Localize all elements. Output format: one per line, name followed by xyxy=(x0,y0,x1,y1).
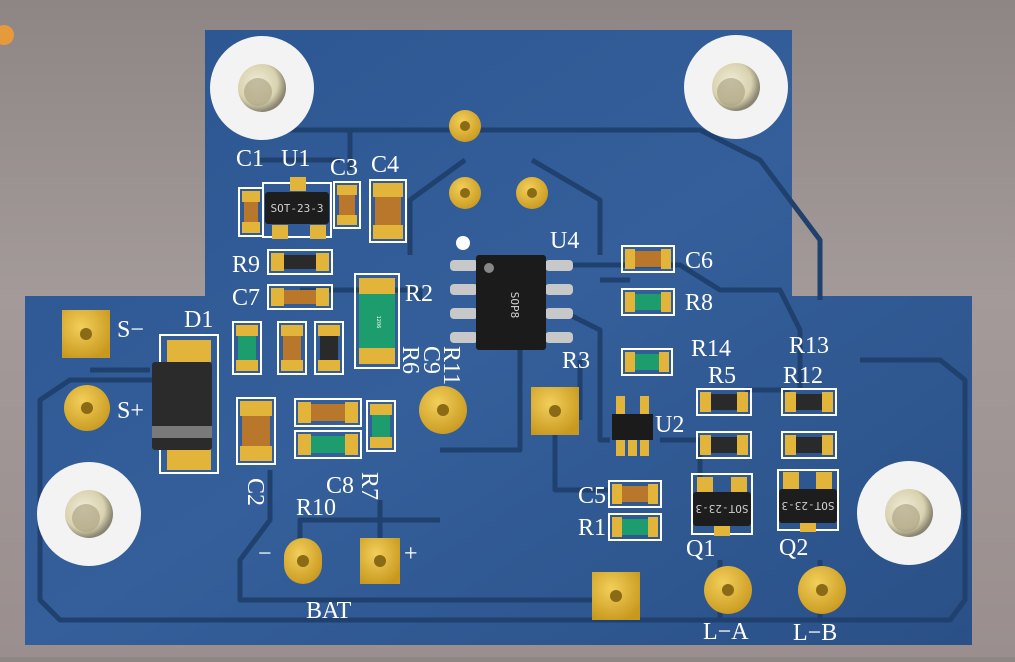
label-q2: Q2 xyxy=(779,535,808,561)
c9-cap xyxy=(277,321,307,375)
label-u1: U1 xyxy=(281,146,310,172)
label-r6: R6 xyxy=(397,346,423,374)
label-s-minus: S− xyxy=(117,317,144,343)
label-c4: C4 xyxy=(371,152,399,178)
c5-cap xyxy=(608,480,662,508)
r2-resistor: 1206 xyxy=(354,273,400,369)
label-u4: U4 xyxy=(550,228,579,254)
c3-cap xyxy=(333,181,361,229)
label-r1: R1 xyxy=(578,515,606,541)
label-c3: C3 xyxy=(330,155,358,181)
label-s-plus: S+ xyxy=(117,398,144,424)
round-pads xyxy=(64,110,846,614)
r7-res xyxy=(366,400,396,452)
label-c1: C1 xyxy=(236,146,264,172)
label-c7: C7 xyxy=(232,285,260,311)
label-bat-plus: + xyxy=(404,541,418,567)
c4-cap xyxy=(369,179,407,243)
c7-cap xyxy=(267,284,333,310)
u4-package-text: SOP8 xyxy=(508,292,521,319)
label-c2: C2 xyxy=(242,478,268,506)
r11-res xyxy=(232,321,262,375)
u1-sot23: SOT-23-3 xyxy=(262,177,332,239)
label-d1: D1 xyxy=(184,307,213,333)
label-l-b: L−B xyxy=(793,620,837,646)
label-q1: Q1 xyxy=(686,536,715,562)
c8-cap xyxy=(294,398,362,427)
label-c5: C5 xyxy=(578,483,606,509)
r9-res xyxy=(267,249,333,275)
pin1-marker xyxy=(456,236,470,250)
label-r2: R2 xyxy=(405,281,433,307)
fiducial-dot xyxy=(0,25,14,45)
label-r3: R3 xyxy=(562,348,590,374)
label-r8: R8 xyxy=(685,290,713,316)
label-c6: C6 xyxy=(685,248,713,274)
r1-res xyxy=(608,513,662,541)
label-r9: R9 xyxy=(232,252,260,278)
smd-passives xyxy=(232,179,837,541)
label-c8: C8 xyxy=(326,473,354,499)
label-bat: BAT xyxy=(306,598,352,624)
label-r5: R5 xyxy=(708,363,736,389)
r2-package-text: 1206 xyxy=(375,316,381,329)
mount-hole-top-right xyxy=(684,35,788,139)
square-pads xyxy=(62,310,640,620)
r14-res xyxy=(696,431,752,459)
u1-package-text: SOT-23-3 xyxy=(271,202,324,215)
q1-sot23: SOT-23-3 xyxy=(691,473,753,536)
q2-sot23: SOT-23-3 xyxy=(777,469,839,532)
u2-sot xyxy=(612,396,653,456)
mount-hole-bottom-right xyxy=(857,461,961,565)
c2-cap xyxy=(236,397,276,465)
label-r13: R13 xyxy=(789,333,829,359)
label-c9: C9 xyxy=(418,346,444,374)
r13-res xyxy=(781,431,837,459)
label-l-a: L−A xyxy=(703,619,749,645)
label-r14: R14 xyxy=(691,336,731,362)
label-u2: U2 xyxy=(655,412,684,438)
c1-cap xyxy=(238,187,264,237)
r10-res xyxy=(294,430,362,459)
r5-res xyxy=(696,388,752,416)
d1-diode xyxy=(152,334,219,474)
mount-hole-top-left xyxy=(210,36,314,140)
mount-hole-bottom-left xyxy=(37,462,141,566)
r8-res xyxy=(621,288,675,316)
u4-sop8: SOP8 xyxy=(450,255,573,350)
label-r11: R11 xyxy=(438,346,464,385)
r6-res xyxy=(314,321,344,375)
label-r12: R12 xyxy=(783,363,823,389)
q2-package-text: SOT-23-3 xyxy=(782,499,835,512)
c6-cap xyxy=(621,245,675,273)
r12-res xyxy=(781,388,837,416)
silkscreen: C1 U1 C3 C4 U4 R9 C6 C7 R2 R8 S− D1 S+ R… xyxy=(117,146,837,646)
label-bat-minus: − xyxy=(258,541,272,567)
q1-package-text: SOT-23-3 xyxy=(696,502,749,515)
label-r7: R7 xyxy=(356,472,382,500)
r3-res xyxy=(621,348,673,376)
label-r10: R10 xyxy=(296,495,336,521)
